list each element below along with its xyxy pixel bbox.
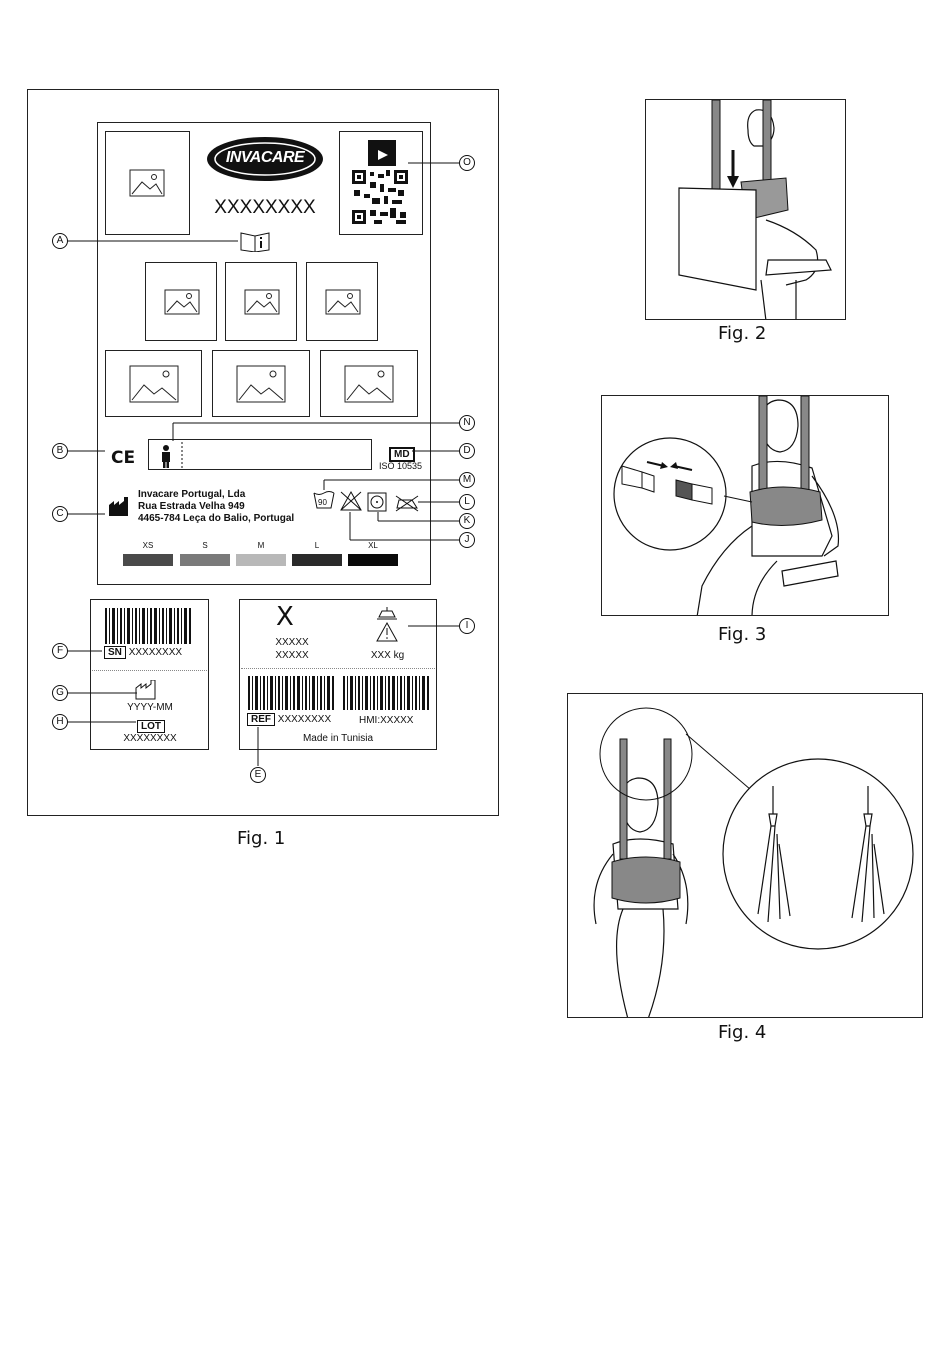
callout-m: M: [459, 472, 475, 488]
callout-e: E: [250, 767, 266, 783]
callout-leaders: [0, 0, 500, 800]
fig2-frame: [645, 99, 846, 320]
fig3-caption: Fig. 3: [718, 624, 766, 645]
callout-k: K: [459, 513, 475, 529]
callout-g: G: [52, 685, 68, 701]
callout-o: O: [459, 155, 475, 171]
callout-d: D: [459, 443, 475, 459]
callout-b: B: [52, 443, 68, 459]
fig4-illustration: [568, 694, 923, 1018]
fig1-caption: Fig. 1: [237, 828, 285, 849]
callout-n: N: [459, 415, 475, 431]
fig4-caption: Fig. 4: [718, 1022, 766, 1043]
callout-i: I: [459, 618, 475, 634]
fig4-frame: [567, 693, 923, 1018]
callout-a: A: [52, 233, 68, 249]
callout-f: F: [52, 643, 68, 659]
callout-h: H: [52, 714, 68, 730]
fig2-illustration: [646, 100, 846, 320]
fig3-frame: [601, 395, 889, 616]
callout-c: C: [52, 506, 68, 522]
callout-l: L: [459, 494, 475, 510]
callout-j: J: [459, 532, 475, 548]
fig3-illustration: [602, 396, 889, 616]
fig2-caption: Fig. 2: [718, 323, 766, 344]
